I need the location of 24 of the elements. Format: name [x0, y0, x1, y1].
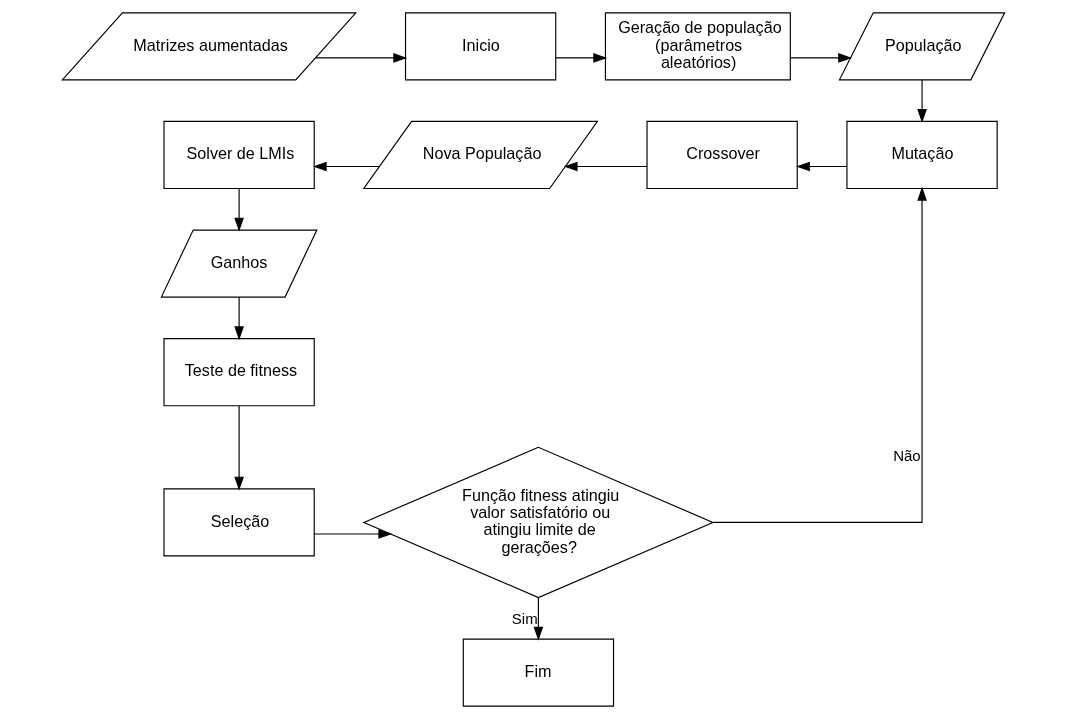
node-box: Geração de população (parâmetros aleatórios)	[604, 12, 791, 81]
arrow	[313, 529, 393, 539]
arrow	[789, 53, 853, 63]
node-box: Inicio	[404, 12, 557, 81]
arrow	[712, 186, 927, 524]
node-box: Solver de LMIs	[163, 120, 315, 190]
node-box: Crossover	[646, 120, 798, 190]
arrow	[533, 596, 544, 641]
arrow	[234, 296, 244, 341]
arrow	[315, 53, 408, 63]
arrow	[234, 188, 244, 232]
node-box: Mutação	[846, 120, 998, 190]
arrow	[917, 79, 927, 123]
node-box: Teste de fitness	[163, 338, 315, 407]
arrow	[563, 161, 648, 172]
node-box: Seleção	[163, 488, 315, 557]
arrow	[234, 405, 244, 491]
edge-label: Sim	[511, 610, 538, 628]
node-diamond: Função fitness atingiu valor satisfatório ou atingiu limite de gerações?	[362, 446, 715, 599]
arrow	[795, 161, 848, 172]
arrow	[312, 161, 380, 172]
arrow	[555, 53, 608, 63]
node-box: Fim	[462, 638, 615, 707]
edge-label: Não	[893, 447, 921, 465]
